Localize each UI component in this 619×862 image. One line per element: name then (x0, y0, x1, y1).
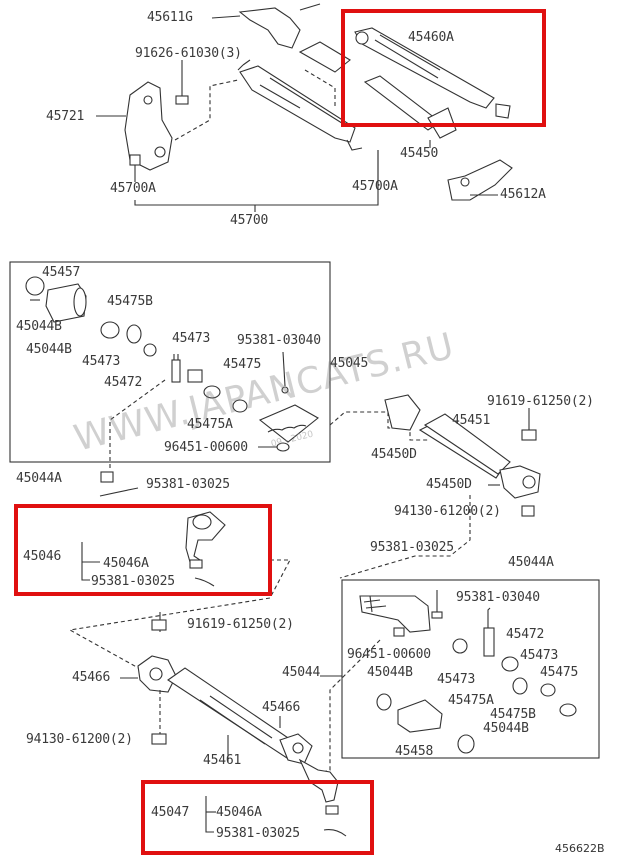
label-45473-2[interactable]: 45473 (172, 331, 211, 346)
part-45451-shape (423, 413, 511, 475)
label-45046a-1[interactable]: 45046A (103, 556, 149, 571)
highlight-45046 (14, 504, 272, 596)
label-45466-right[interactable]: 45466 (262, 700, 301, 715)
box-45045 (9, 261, 331, 463)
label-45700[interactable]: 45700 (230, 213, 269, 228)
label-45450d-1[interactable]: 45450D (371, 447, 417, 462)
part-45700-shape (239, 65, 356, 143)
label-45700a-right[interactable]: 45700A (352, 179, 398, 194)
label-45475b-1[interactable]: 45475B (107, 294, 153, 309)
label-45475a-2[interactable]: 45475A (448, 693, 494, 708)
label-91626-61030[interactable]: 91626-61030(3) (135, 46, 242, 61)
highlight-45047 (141, 780, 374, 855)
label-95381-03040-1[interactable]: 95381-03040 (237, 333, 321, 348)
label-94130-61200-1[interactable]: 94130-61200(2) (394, 504, 501, 519)
label-45044b-3[interactable]: 45044B (367, 665, 413, 680)
label-94130-61200-2[interactable]: 94130-61200(2) (26, 732, 133, 747)
box-45044 (341, 579, 600, 759)
label-45475b-2[interactable]: 45475B (490, 707, 536, 722)
label-45460a[interactable]: 45460A (408, 30, 454, 45)
label-45473-4[interactable]: 45473 (520, 648, 559, 663)
label-45044b-2[interactable]: 45044B (26, 342, 72, 357)
label-95381-03025-3[interactable]: 95381-03025 (370, 540, 454, 555)
label-95381-03040-2[interactable]: 95381-03040 (456, 590, 540, 605)
label-45461[interactable]: 45461 (203, 753, 242, 768)
label-95381-03025-1[interactable]: 95381-03025 (146, 477, 230, 492)
part-45460a-shape (354, 27, 495, 109)
label-45044a-2[interactable]: 45044A (508, 555, 554, 570)
label-45044[interactable]: 45044 (282, 665, 321, 680)
part-45612a-shape (447, 159, 513, 201)
label-45475-1[interactable]: 45475 (223, 357, 262, 372)
label-45047[interactable]: 45047 (151, 805, 190, 820)
part-45721-shape (124, 81, 173, 171)
label-45044a-1[interactable]: 45044A (16, 471, 62, 486)
part-45450d-top-shape (384, 394, 421, 431)
label-96451-00600-1[interactable]: 96451-00600 (164, 440, 248, 455)
label-45475a-1[interactable]: 45475A (187, 417, 233, 432)
drawing-code: 456622B (555, 842, 605, 855)
label-45466-left[interactable]: 45466 (72, 670, 111, 685)
label-45473-3[interactable]: 45473 (437, 672, 476, 687)
label-45700a-left[interactable]: 45700A (110, 181, 156, 196)
label-45475-2[interactable]: 45475 (540, 665, 579, 680)
label-45473-1[interactable]: 45473 (82, 354, 121, 369)
label-45721[interactable]: 45721 (46, 109, 85, 124)
label-45458[interactable]: 45458 (395, 744, 434, 759)
label-45611g[interactable]: 45611G (147, 10, 193, 25)
label-96451-00600-2[interactable]: 96451-00600 (347, 647, 431, 662)
label-45046a-2[interactable]: 45046A (216, 805, 262, 820)
label-95381-03025-2[interactable]: 95381-03025 (91, 574, 175, 589)
part-45611g-shape (238, 7, 301, 49)
label-45450d-2[interactable]: 45450D (426, 477, 472, 492)
label-91619-61250-1[interactable]: 91619-61250(2) (487, 394, 594, 409)
highlight-45460a (341, 9, 546, 127)
label-45044b-1[interactable]: 45044B (16, 319, 62, 334)
label-45046[interactable]: 45046 (23, 549, 62, 564)
label-45450[interactable]: 45450 (400, 146, 439, 161)
label-45472-2[interactable]: 45472 (506, 627, 545, 642)
label-45457[interactable]: 45457 (42, 265, 81, 280)
label-91619-61250-2[interactable]: 91619-61250(2) (187, 617, 294, 632)
label-45451[interactable]: 45451 (452, 413, 491, 428)
label-45045[interactable]: 45045 (330, 356, 369, 371)
label-45472-1[interactable]: 45472 (104, 375, 143, 390)
label-45612a[interactable]: 45612A (500, 187, 546, 202)
label-45044b-4[interactable]: 45044B (483, 721, 529, 736)
label-95381-03025-4[interactable]: 95381-03025 (216, 826, 300, 841)
